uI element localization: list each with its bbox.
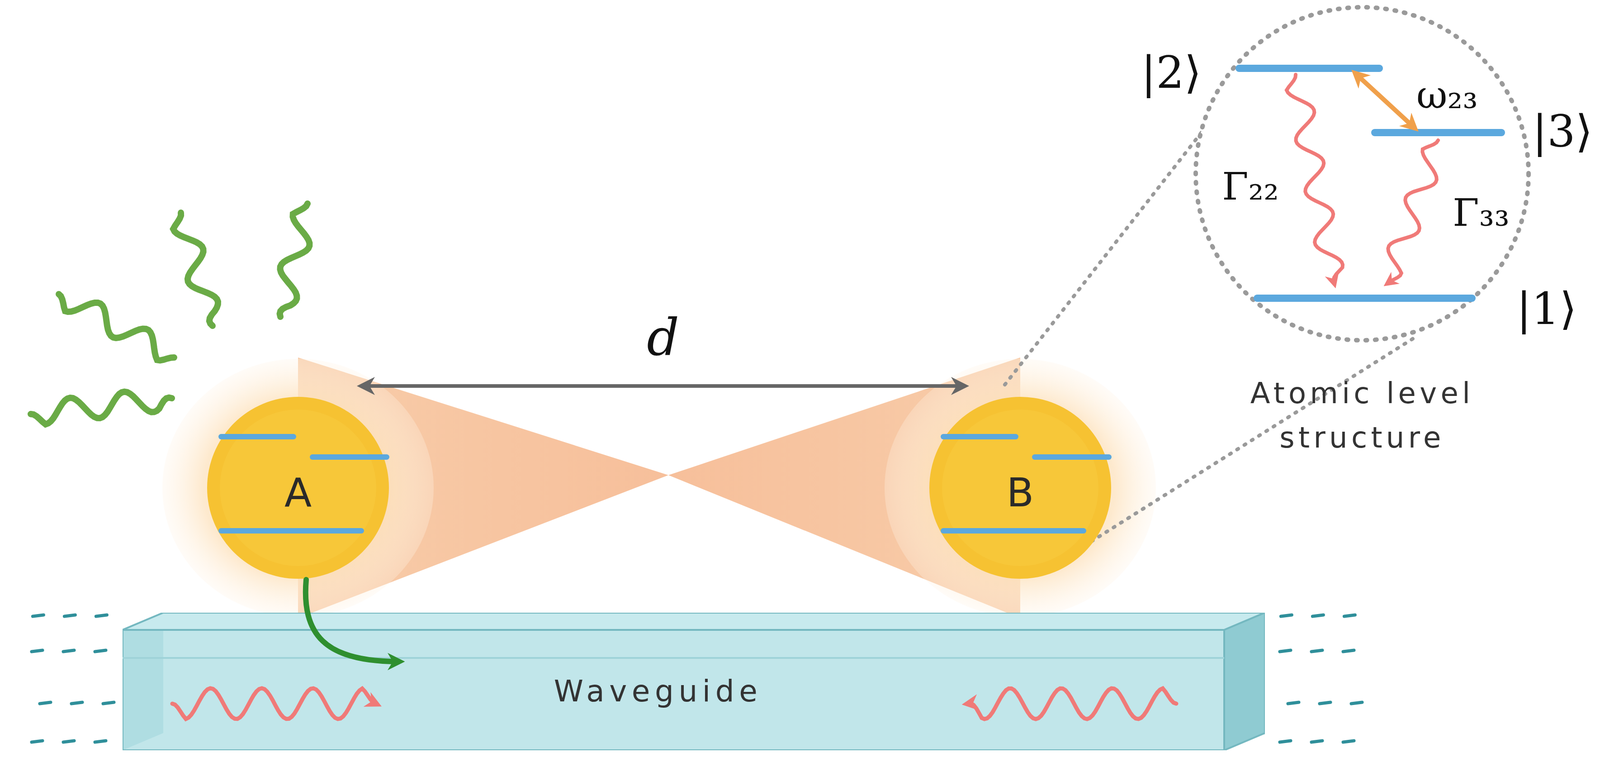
atom-level bbox=[221, 436, 387, 531]
waveguide-box: Waveguide bbox=[122, 612, 1265, 750]
field-dash bbox=[1343, 649, 1354, 652]
field-dash bbox=[1343, 740, 1354, 742]
field-dash bbox=[1279, 740, 1291, 742]
field-dash bbox=[1344, 614, 1355, 616]
field-dash bbox=[94, 649, 106, 652]
atom-circle: B bbox=[928, 395, 1113, 580]
field-dash bbox=[63, 649, 75, 652]
field-dash bbox=[1319, 701, 1331, 704]
field-dash bbox=[31, 740, 43, 742]
decay-rate-label: Γ₂₂ bbox=[1221, 164, 1279, 209]
atom-halo bbox=[884, 358, 1156, 617]
field-dash bbox=[1312, 614, 1324, 616]
field-dash bbox=[63, 740, 75, 742]
atom-halo bbox=[162, 358, 434, 617]
field-dash bbox=[103, 701, 114, 704]
level-label: |2⟩ bbox=[1140, 46, 1202, 99]
inset-caption: Atomic level structure bbox=[1217, 370, 1507, 460]
atom-label: A bbox=[284, 468, 312, 516]
level-label: |1⟩ bbox=[1516, 282, 1577, 335]
light-squiggle bbox=[173, 212, 218, 326]
distance-label: d bbox=[646, 307, 680, 367]
field-dash bbox=[71, 701, 83, 704]
level-label: |3⟩ bbox=[1532, 105, 1593, 157]
decay-rate-label: Γ₃₃ bbox=[1452, 190, 1510, 235]
incident-light bbox=[30, 203, 310, 425]
field-dash bbox=[94, 740, 106, 742]
light-squiggle bbox=[30, 391, 172, 425]
field-dash bbox=[31, 649, 43, 652]
zoom-leader bbox=[1004, 113, 1217, 385]
field-dash bbox=[1279, 649, 1291, 652]
light-squiggle bbox=[58, 293, 175, 361]
atom-label: B bbox=[1006, 468, 1034, 516]
field-dash bbox=[64, 614, 76, 616]
atom-circle: A bbox=[206, 395, 390, 580]
field-dash bbox=[1351, 701, 1363, 704]
field-dash bbox=[1287, 701, 1299, 704]
decay-arrow bbox=[1387, 140, 1439, 283]
decay-arrow bbox=[1286, 74, 1343, 283]
waveguide-label: Waveguide bbox=[553, 673, 763, 709]
atom-level bbox=[943, 436, 1109, 531]
zoom-inset bbox=[1195, 7, 1529, 341]
distance-arrow bbox=[364, 383, 962, 388]
frequency-label: ω₂₃ bbox=[1416, 72, 1478, 118]
field-dash bbox=[1311, 649, 1323, 652]
field-dash bbox=[32, 614, 44, 616]
light-squiggle bbox=[279, 203, 310, 317]
guided-photon bbox=[968, 687, 1177, 719]
guided-photon bbox=[172, 687, 376, 719]
field-dash bbox=[39, 701, 51, 704]
field-dash bbox=[95, 614, 107, 616]
transition-arrow bbox=[1356, 74, 1414, 127]
field-dash bbox=[1280, 614, 1292, 616]
field-dash bbox=[1311, 740, 1323, 742]
